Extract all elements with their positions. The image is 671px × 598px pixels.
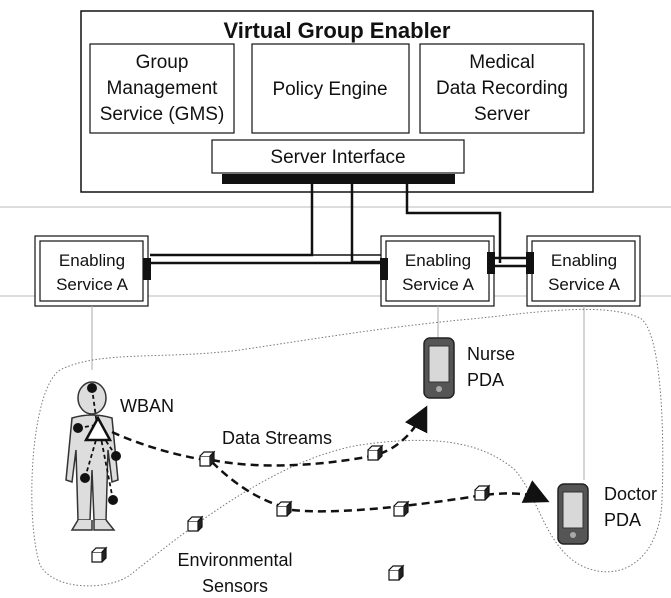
gms-box [89, 43, 235, 134]
nurse-label-2: PDA [467, 370, 504, 390]
medical-server-label-3: Server [474, 104, 531, 125]
policy-engine-label: Policy Engine [272, 79, 387, 100]
wban-nodes [73, 383, 121, 505]
data-streams-label: Data Streams [222, 428, 332, 448]
wban-label: WBAN [120, 396, 174, 416]
enabling-service-right: Enabling Service A [526, 235, 641, 307]
server-interface-bus [222, 174, 455, 184]
es-right-line1: Enabling [551, 251, 617, 270]
medical-server-label-2: Data Recording [436, 78, 568, 99]
enabling-service-left: Enabling Service A [34, 235, 151, 307]
es-left-line2: Service A [56, 275, 128, 294]
medical-server-box [419, 43, 585, 134]
es-middle-line2: Service A [402, 275, 474, 294]
server-interface-label: Server Interface [270, 147, 405, 168]
drop-lines [91, 306, 585, 480]
doctor-label-2: PDA [604, 510, 641, 530]
es-middle-line1: Enabling [405, 251, 471, 270]
enabling-service-middle: Enabling Service A [380, 235, 495, 307]
vge-title: Virtual Group Enabler [224, 18, 451, 43]
gms-label-2: Management [107, 78, 219, 99]
doctor-pda-icon [557, 483, 589, 545]
doctor-label-1: Doctor [604, 484, 657, 504]
env-sensors-label-2: Sensors [202, 576, 268, 596]
nurse-pda-icon [423, 337, 455, 399]
gms-label-3: Service (GMS) [100, 104, 225, 125]
nurse-label-1: Nurse [467, 344, 515, 364]
es-left-line1: Enabling [59, 251, 125, 270]
virtual-group-enabler: Virtual Group Enabler Group Management S… [80, 10, 594, 193]
gms-label-1: Group [136, 52, 189, 73]
medical-server-label-1: Medical [469, 52, 534, 73]
policy-engine-box [251, 43, 410, 134]
connectors [150, 184, 530, 268]
wban-hub-icon [83, 415, 113, 442]
server-interface-box [211, 139, 465, 174]
env-sensors-label-1: Environmental [177, 550, 292, 570]
es-right-line2: Service A [548, 275, 620, 294]
